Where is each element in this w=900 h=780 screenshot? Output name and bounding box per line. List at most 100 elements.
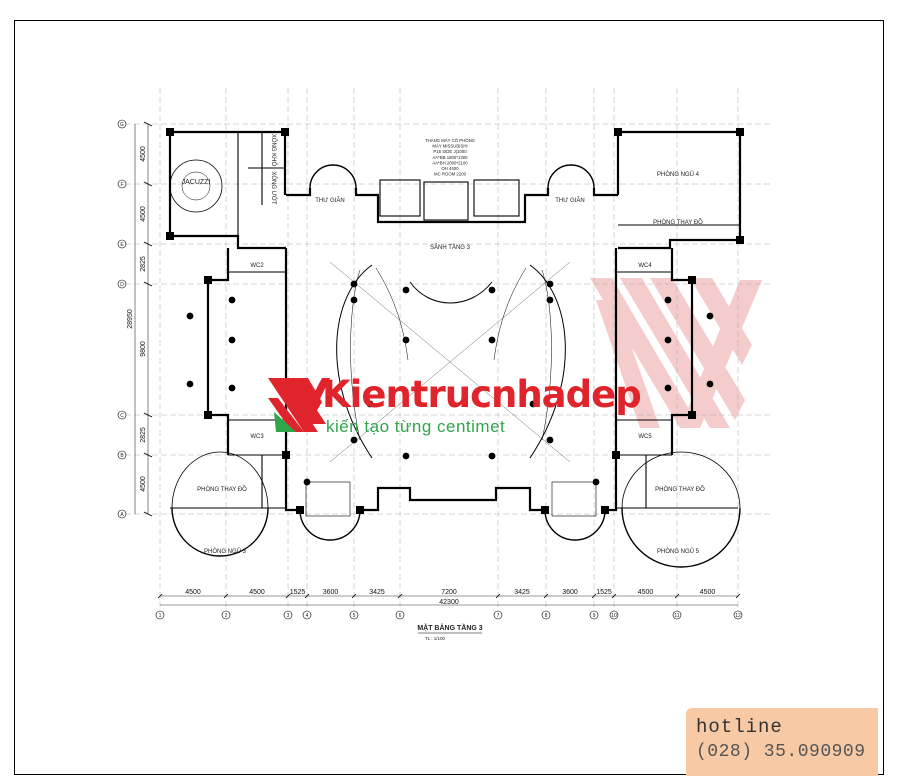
plan-scale: TL : 1/100 [425, 636, 446, 641]
column [366, 400, 374, 408]
exterior-walls [168, 130, 742, 512]
svg-text:E: E [120, 242, 124, 248]
dim-bottom-total: 42300 [439, 599, 459, 606]
svg-text:12: 12 [735, 613, 741, 619]
hotline-number[interactable]: (028) 35.090909 [696, 742, 866, 762]
structural-column [688, 276, 696, 284]
col-12-bubble: 12 [733, 610, 743, 620]
elevator-note-line: MC ROOM 2200 [434, 172, 467, 177]
room-wc4: WC4 [638, 263, 652, 269]
dim-bottom-3: 3600 [323, 589, 339, 596]
svg-text:11: 11 [674, 613, 679, 619]
room-phong-thay-do-bottom-left: PHÒNG THAY ĐỒ [197, 486, 247, 493]
column [488, 452, 496, 460]
column [303, 478, 311, 486]
col-3-bubble: 3 [283, 610, 293, 620]
dim-bottom-10: 4500 [700, 589, 716, 596]
columns [166, 128, 744, 514]
room-xong-uot: XÔNG ƯỚT [270, 171, 277, 205]
svg-text:B: B [120, 453, 124, 459]
column [350, 436, 358, 444]
col-9-bubble: 9 [589, 610, 599, 620]
svg-text:4: 4 [306, 613, 309, 619]
room-phong-ngu-5: PHÒNG NGỦ 5 [657, 548, 700, 555]
column [706, 312, 714, 320]
row-C-bubble: C [117, 410, 127, 420]
dimension-chain-left [134, 124, 149, 514]
col-11-bubble: 11 [672, 610, 682, 620]
plan-title: MẶT BẰNG TẦNG 3 [417, 622, 482, 632]
elevator-note-line: AA*BH 2000*2100 [432, 160, 468, 165]
room-wc5: WC5 [638, 434, 652, 440]
room-phong-thay-do-top-right: PHÒNG THAY ĐỒ [653, 219, 703, 226]
column [186, 312, 194, 320]
structural-column [688, 411, 696, 419]
room-wc3: WC3 [250, 434, 264, 440]
bay-towers [169, 159, 741, 568]
svg-text:2: 2 [225, 613, 228, 619]
room-thu-gian-left: THƯ GIÃN [315, 197, 344, 204]
hotline-box[interactable]: hotline (028) 35.090909 [686, 708, 878, 776]
col-2-bubble: 2 [221, 610, 231, 620]
structural-column [601, 506, 609, 514]
room-thu-gian-right: THƯ GIÃN [555, 197, 584, 204]
hotline-label: hotline [696, 716, 783, 738]
structural-column [612, 451, 620, 459]
dim-bottom-0: 4500 [185, 589, 201, 596]
room-jacuzzi: JACUZZI [182, 179, 211, 186]
vertical-grid-lines [159, 88, 739, 612]
svg-text:6: 6 [399, 613, 402, 619]
structural-column [166, 128, 174, 136]
elevator-note-line: OH 4400 [441, 166, 459, 171]
row-D-bubble: D [117, 279, 127, 289]
column [350, 296, 358, 304]
row-G-bubble: G [117, 119, 127, 129]
column [488, 286, 496, 294]
column [402, 286, 410, 294]
room-labels: JACUZZI XÔNG KHÔ XÔNG ƯỚT THƯ GIÃN THƯ G… [182, 134, 706, 555]
row-grid-bubbles: G F E D C B A [117, 119, 127, 519]
structural-column [296, 506, 304, 514]
svg-text:7: 7 [497, 613, 500, 619]
dim-bottom-8: 1525 [596, 589, 612, 596]
column [706, 380, 714, 388]
elevator-note-line: MÁY MISSUBISHI [432, 144, 467, 149]
brand-logo-icon [268, 378, 330, 432]
col-6-bubble: 6 [395, 610, 405, 620]
svg-text:G: G [120, 122, 124, 128]
svg-text:D: D [120, 282, 124, 288]
dim-left-1: 4500 [140, 206, 147, 222]
svg-text:A: A [120, 512, 124, 518]
dimension-chain-bottom [160, 595, 738, 606]
svg-text:C: C [120, 413, 124, 419]
dim-bottom-7: 3600 [562, 589, 578, 596]
column [488, 336, 496, 344]
column [228, 384, 236, 392]
structural-column [282, 451, 290, 459]
col-7-bubble: 7 [493, 610, 503, 620]
dim-left-3: 9800 [140, 341, 147, 357]
svg-text:1: 1 [159, 613, 162, 619]
room-phong-ngu-4: PHÒNG NGỦ 4 [657, 171, 700, 178]
svg-text:9: 9 [593, 613, 596, 619]
structural-column [736, 236, 744, 244]
structural-column [166, 232, 174, 240]
elevator-note-line: AA*BB 1800*1300 [432, 155, 468, 160]
column [402, 336, 410, 344]
brand-slogan: kiến tạo từng centimet [326, 417, 506, 436]
svg-text:3: 3 [287, 613, 290, 619]
row-B-bubble: B [117, 450, 127, 460]
elevator-note-line: THANG MÁY CÓ PHÒNG [425, 138, 476, 143]
svg-text:5: 5 [353, 613, 356, 619]
sheet-border [14, 20, 884, 775]
watermark-logo [590, 278, 762, 428]
svg-text:F: F [120, 182, 123, 188]
column [546, 280, 554, 288]
column [228, 296, 236, 304]
dim-left-4: 2825 [140, 427, 147, 443]
column [546, 436, 554, 444]
